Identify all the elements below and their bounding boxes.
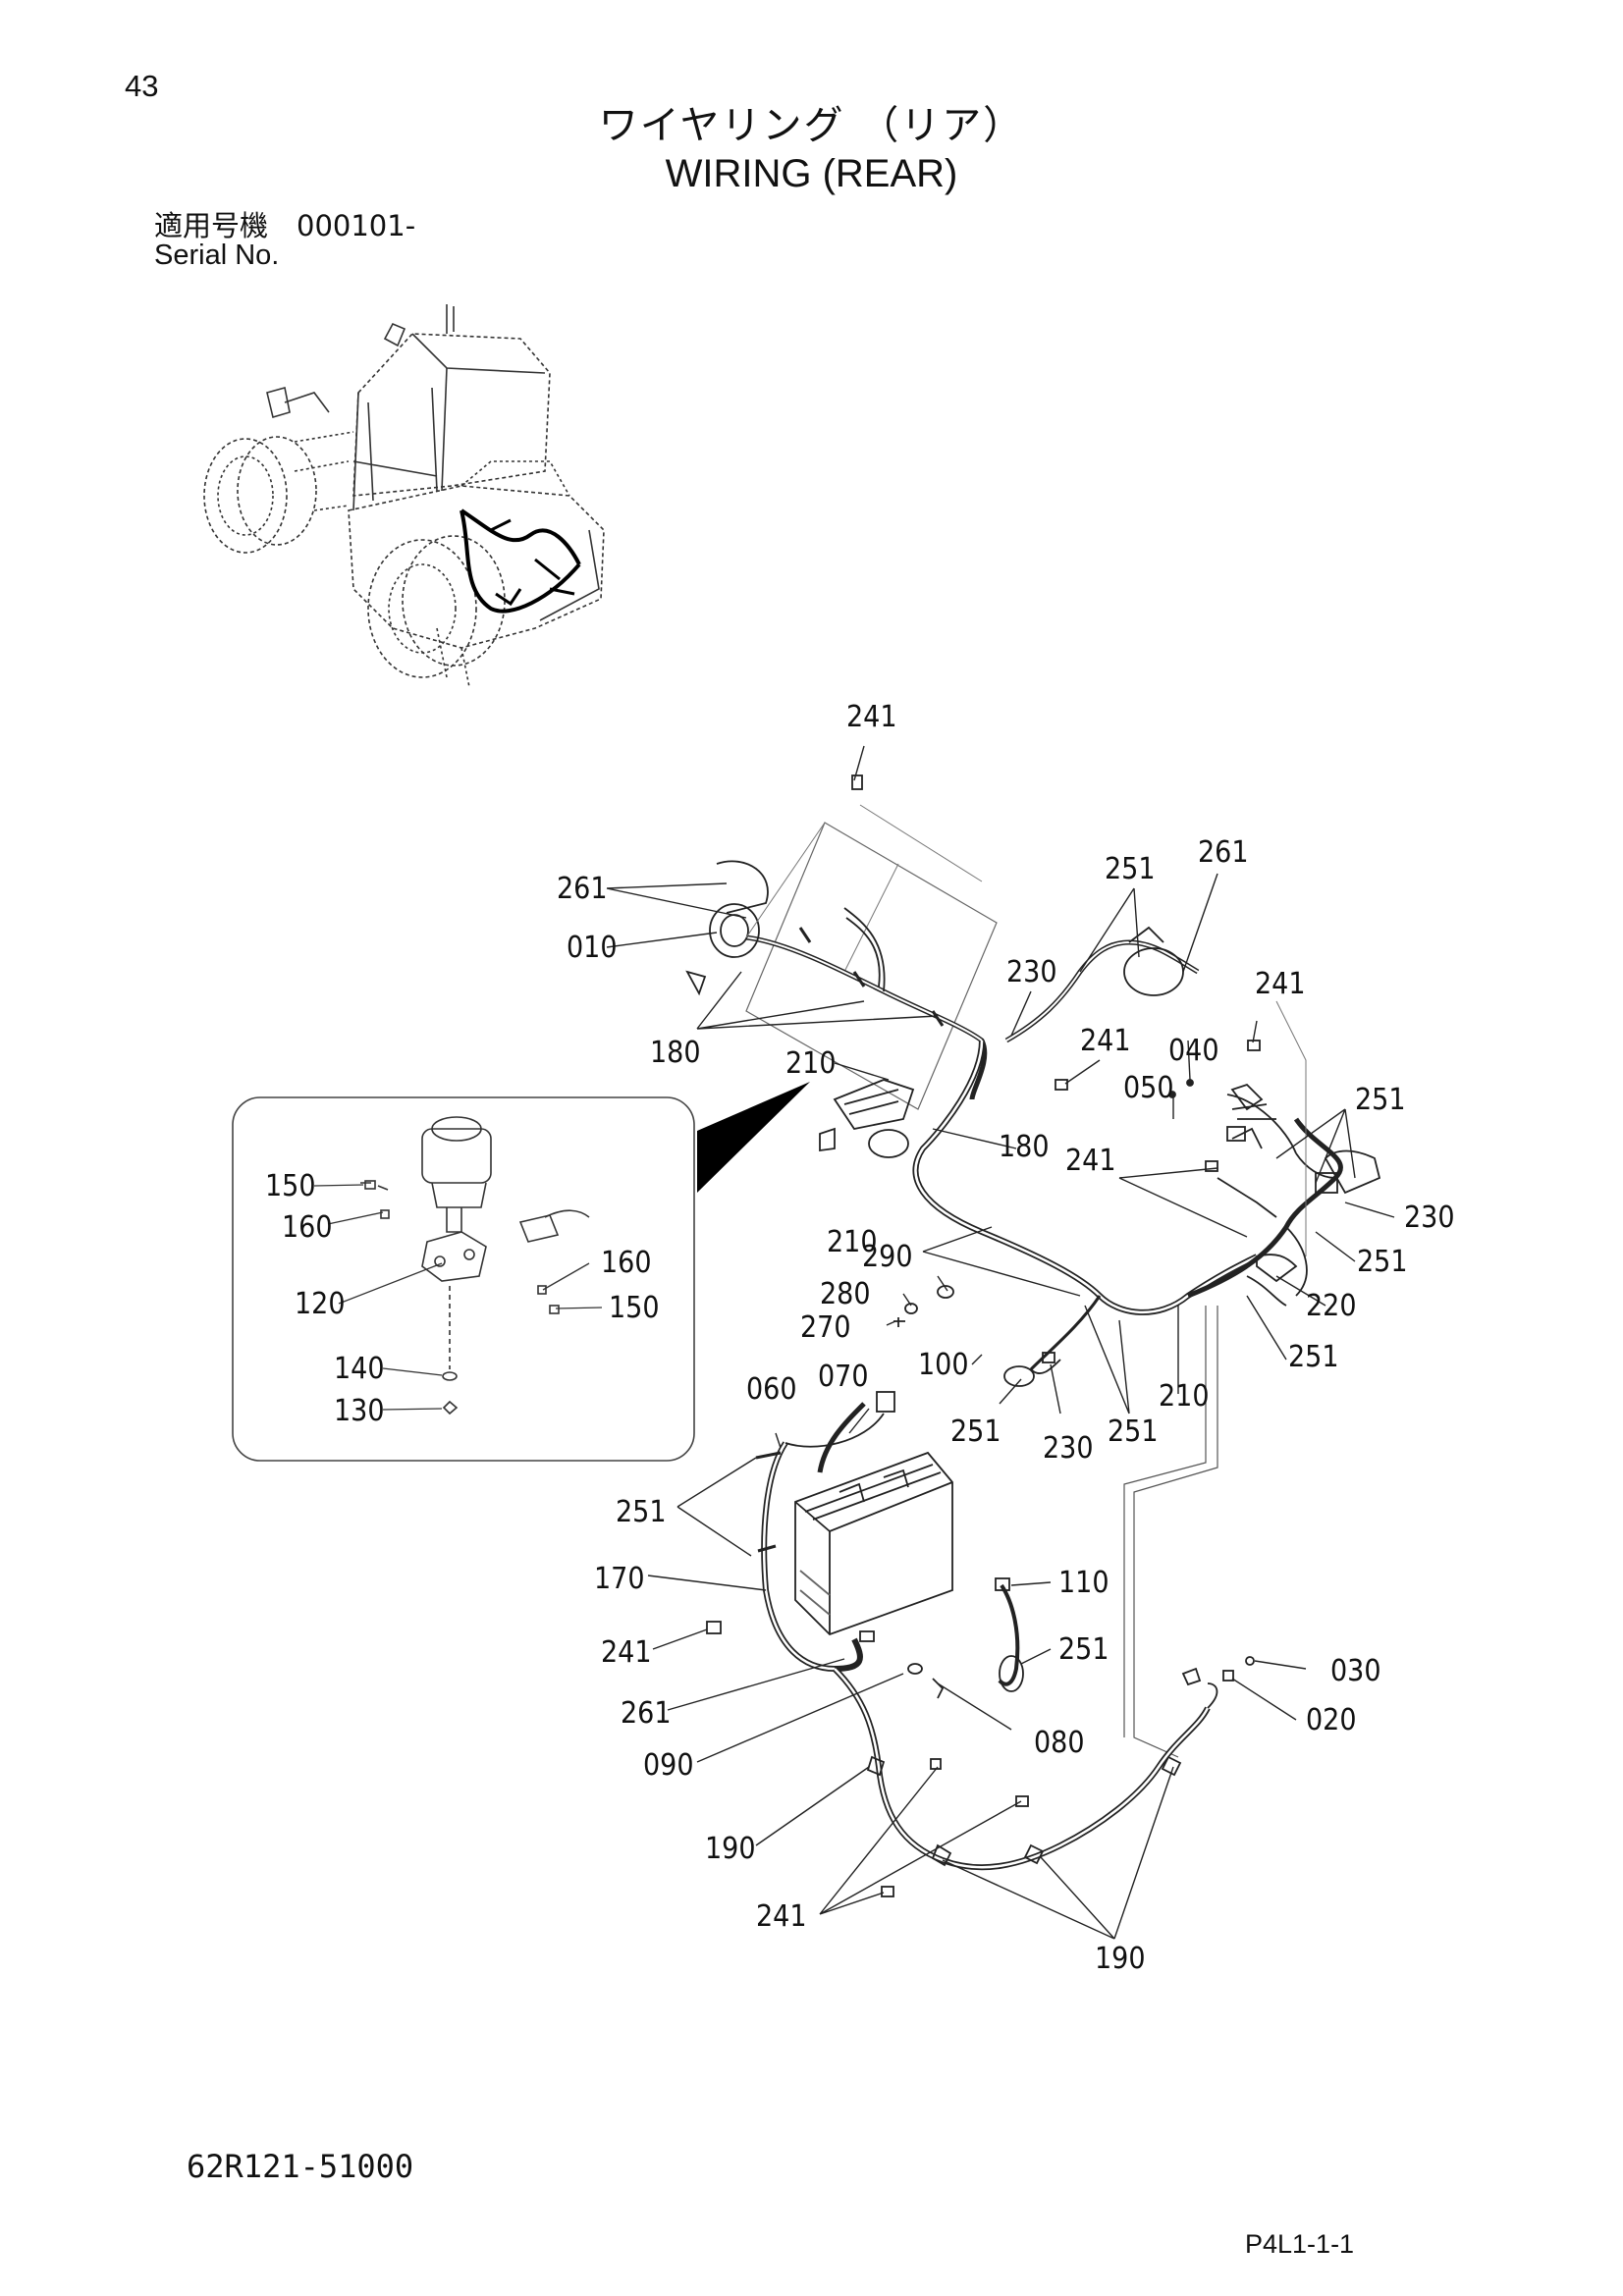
- page-title-japanese: ワイヤリング （リア）: [598, 103, 1025, 148]
- callout-210: 210: [785, 1046, 837, 1081]
- harness-drawing: [685, 774, 1381, 1897]
- callout-270: 270: [800, 1310, 851, 1345]
- callout-241: 241: [846, 700, 897, 734]
- document-code: 62R121-51000: [187, 2148, 414, 2185]
- callout-230: 230: [1006, 955, 1057, 989]
- callout-261: 261: [557, 872, 608, 906]
- callout-230: 230: [1404, 1201, 1455, 1235]
- callout-261: 261: [1198, 835, 1249, 870]
- callout-020: 020: [1306, 1703, 1357, 1737]
- callout-070: 070: [818, 1360, 869, 1394]
- callout-251: 251: [1357, 1245, 1408, 1279]
- callout-030: 030: [1330, 1654, 1381, 1688]
- callout-130: 130: [334, 1394, 385, 1428]
- callout-241: 241: [1065, 1144, 1116, 1178]
- callout-160: 160: [601, 1246, 652, 1280]
- callout-010: 010: [567, 931, 618, 965]
- callout-251: 251: [1105, 852, 1156, 886]
- callout-190: 190: [1095, 1942, 1146, 1976]
- machine-thumbnail: [203, 304, 605, 688]
- callout-241: 241: [1080, 1024, 1131, 1058]
- callout-050: 050: [1123, 1071, 1174, 1105]
- page-number: 43: [125, 69, 159, 103]
- callout-140: 140: [334, 1352, 385, 1386]
- callout-251: 251: [1288, 1340, 1339, 1374]
- callout-251: 251: [1355, 1083, 1406, 1117]
- callout-150: 150: [609, 1291, 660, 1325]
- callout-190: 190: [705, 1832, 756, 1866]
- callout-261: 261: [621, 1696, 672, 1731]
- callout-290: 290: [862, 1240, 913, 1274]
- callout-280: 280: [820, 1277, 871, 1311]
- callout-170: 170: [594, 1562, 645, 1596]
- callout-210: 210: [1159, 1379, 1210, 1414]
- callout-180: 180: [650, 1036, 701, 1070]
- callout-labels: 241 261 010 180 210 180 230 251 261 241 …: [557, 700, 1455, 1976]
- callout-220: 220: [1306, 1289, 1357, 1323]
- callout-241: 241: [756, 1899, 807, 1934]
- callout-060: 060: [746, 1372, 797, 1407]
- callout-100: 100: [918, 1348, 969, 1382]
- serial-label: Serial No.: [154, 240, 280, 271]
- callout-040: 040: [1168, 1034, 1219, 1068]
- callout-251: 251: [1108, 1415, 1159, 1449]
- callout-230: 230: [1043, 1431, 1094, 1466]
- callout-110: 110: [1058, 1566, 1109, 1600]
- page-code: P4L1-1-1: [1245, 2229, 1355, 2259]
- callout-251: 251: [1058, 1632, 1109, 1667]
- callout-180: 180: [999, 1130, 1050, 1164]
- callout-120: 120: [295, 1287, 346, 1321]
- callout-080: 080: [1034, 1726, 1085, 1760]
- leader-lines: [606, 745, 1395, 1940]
- callout-090: 090: [643, 1748, 694, 1783]
- callout-241: 241: [601, 1635, 652, 1670]
- callout-241: 241: [1255, 967, 1306, 1001]
- callout-210: 210: [827, 1225, 878, 1259]
- page-title: WIRING (REAR): [665, 152, 958, 195]
- callout-160: 160: [282, 1210, 333, 1245]
- callout-251: 251: [950, 1415, 1001, 1449]
- inset-detail: 150 160 160 120 150 140 130: [232, 1082, 810, 1462]
- callout-150: 150: [265, 1169, 316, 1203]
- callout-251: 251: [616, 1495, 667, 1529]
- serial-label-japanese: 適用号機 000101-: [154, 209, 416, 242]
